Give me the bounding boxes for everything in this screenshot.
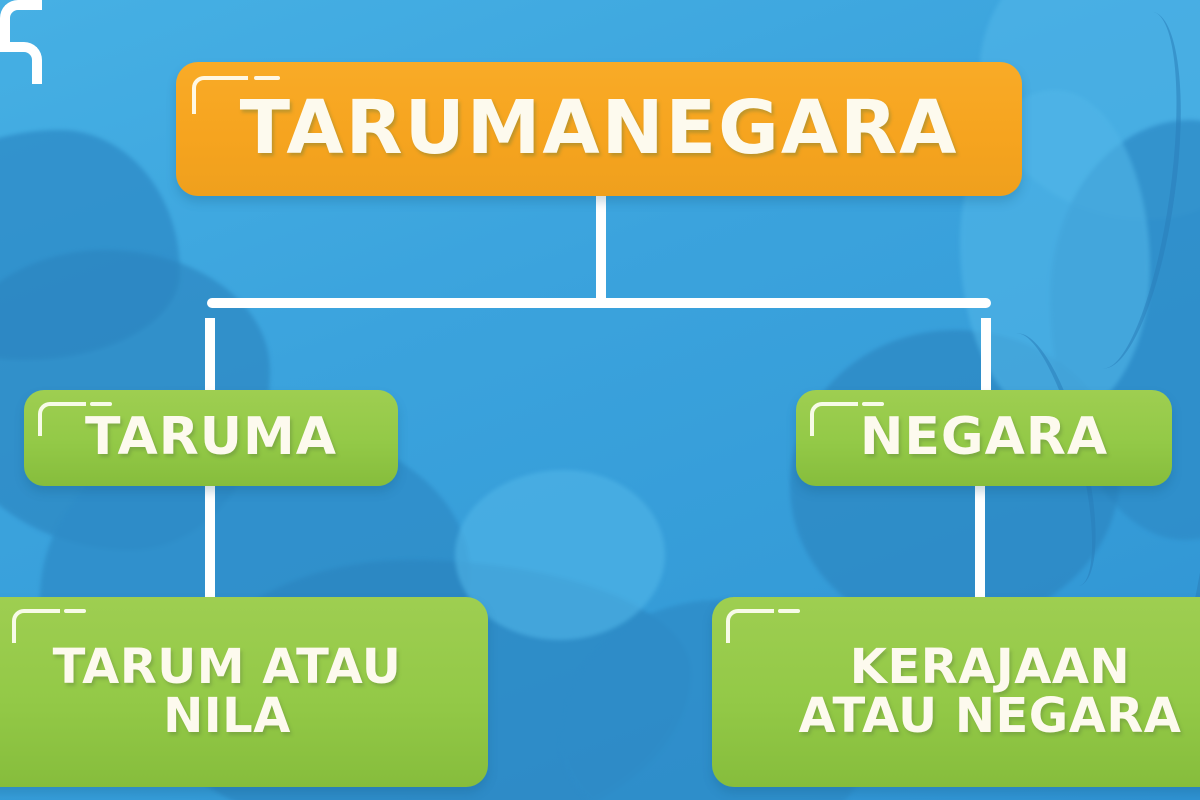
background-stem-line: [1055, 5, 1200, 375]
node-tarumanegara[interactable]: TARUMANEGARA: [176, 62, 1022, 196]
node-tarum-atau-nila[interactable]: TARUM ATAU NILA: [0, 597, 488, 787]
node-label: KERAJAAN ATAU NEGARA: [798, 639, 1182, 744]
connector-horizontal-bar: [207, 298, 991, 308]
corner-bracket-dash-icon: [254, 76, 280, 80]
node-label: NEGARA: [859, 407, 1109, 468]
corner-bracket-icon: [38, 402, 86, 436]
corner-bracket-icon: [726, 609, 774, 643]
corner-bracket-dash-icon: [778, 609, 800, 613]
connector-root-to-bar: [596, 192, 606, 304]
connector-elbow-left: [0, 0, 42, 42]
node-label: TARUMANEGARA: [239, 85, 959, 172]
corner-bracket-icon: [810, 402, 858, 436]
node-kerajaan-atau-negara[interactable]: KERAJAAN ATAU NEGARA: [712, 597, 1200, 787]
corner-bracket-dash-icon: [862, 402, 884, 406]
corner-bracket-dash-icon: [90, 402, 112, 406]
node-negara[interactable]: NEGARA: [796, 390, 1172, 486]
node-taruma[interactable]: TARUMA: [24, 390, 398, 486]
connector-negara-to-kerajaan: [975, 478, 985, 604]
connector-elbow-right: [0, 42, 42, 84]
connector-bar-to-negara: [981, 318, 991, 402]
node-label: TARUM ATAU NILA: [52, 639, 402, 744]
node-label: TARUMA: [85, 407, 337, 468]
corner-bracket-dash-icon: [64, 609, 86, 613]
connector-bar-to-taruma: [205, 318, 215, 402]
background-blob: [0, 130, 180, 360]
connector-taruma-to-tarum-nila: [205, 478, 215, 604]
corner-bracket-icon: [12, 609, 60, 643]
